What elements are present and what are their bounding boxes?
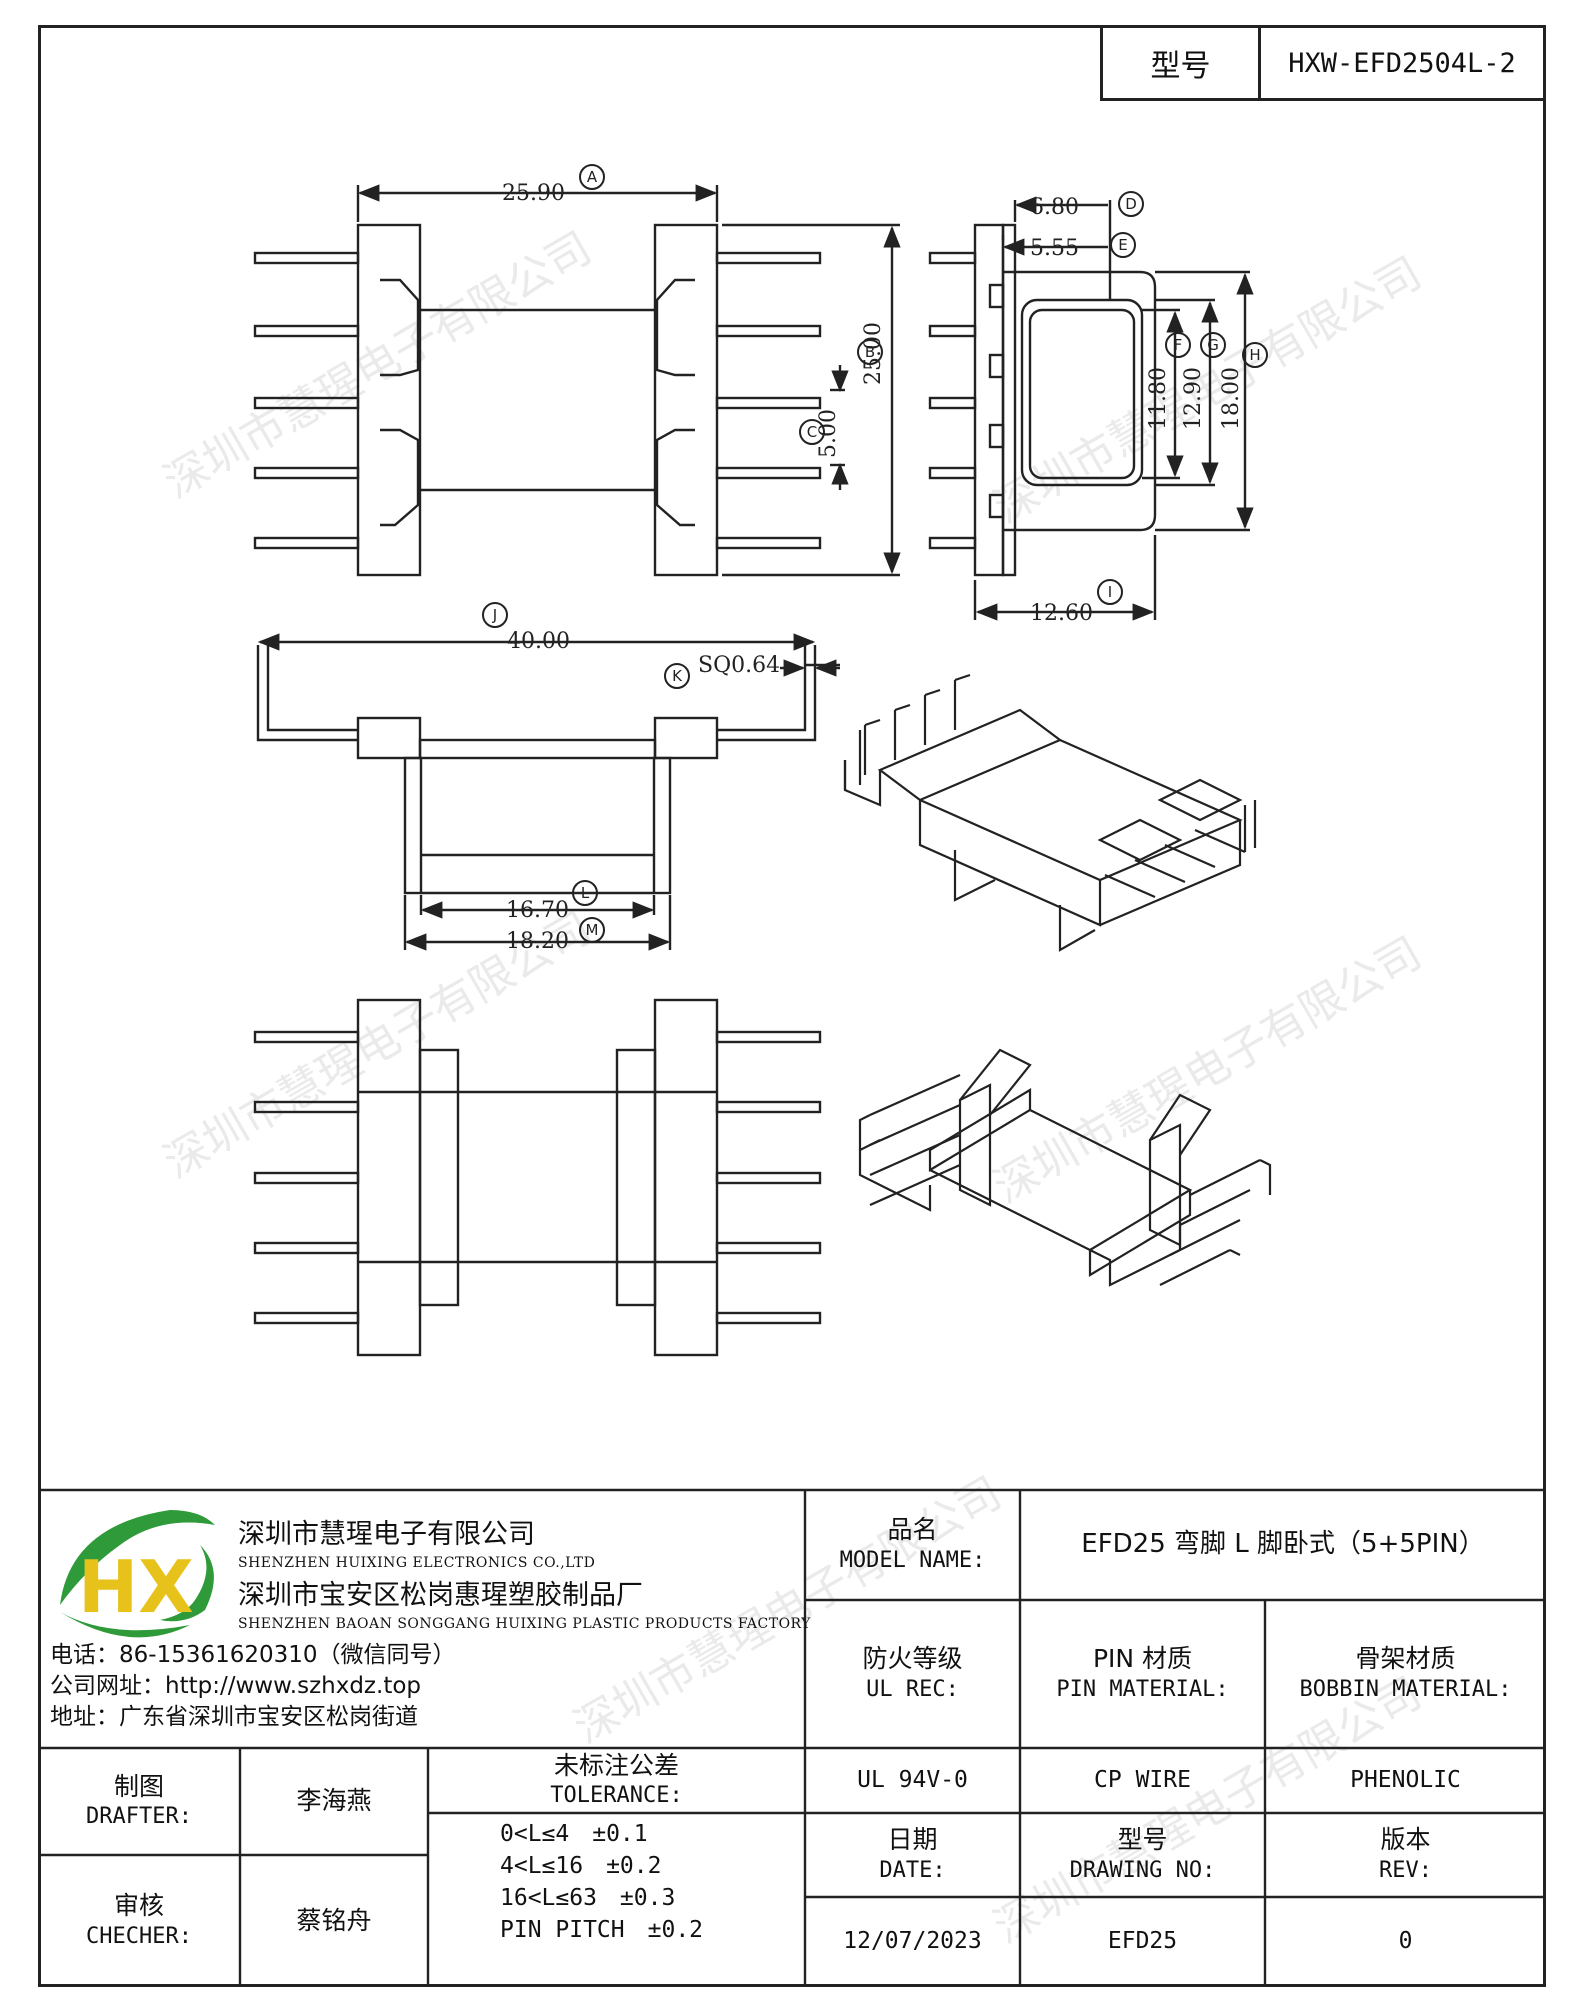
dim-j-value: 40.00 — [507, 629, 570, 654]
svg-text:I: I — [1108, 583, 1112, 601]
callout-a: A — [579, 164, 605, 190]
model-name-value: EFD25 弯脚 L 脚卧式（5+5PIN） — [1081, 1529, 1485, 1560]
website-text: 公司网址：http://www.szhxdz.top — [50, 1673, 422, 1699]
model-name-label: 品名 MODEL NAME: — [839, 1515, 986, 1573]
tolerance-row: 16<L≤63 ±0.3 — [500, 1885, 676, 1911]
checker-name: 蔡铭舟 — [296, 1905, 372, 1935]
callout-h: H — [1242, 342, 1268, 368]
fire-rating-value: UL 94V-0 — [857, 1766, 968, 1793]
dim-f-value: 11.80 — [1146, 367, 1171, 430]
date-label: 日期 DATE: — [879, 1825, 946, 1883]
fire-rating-label: 防火等级 UL REC: — [862, 1644, 963, 1702]
drawing-sheet-border — [38, 25, 1546, 1987]
top-view — [253, 223, 822, 577]
bobbin-material-value: PHENOLIC — [1350, 1766, 1461, 1793]
callout-k: K — [664, 663, 690, 689]
bottom-view — [253, 998, 822, 1357]
callout-j: J — [482, 602, 508, 628]
checker-label: 审核 CHECHER: — [86, 1891, 192, 1949]
callout-m: M — [579, 917, 605, 943]
svg-text:H: H — [1249, 346, 1260, 364]
contact-block: 电话：86-15361620310（微信同号） 公司网址：http://www.… — [50, 1640, 456, 1733]
revision-value: 0 — [1398, 1928, 1413, 1955]
dim-h-value: 18.00 — [1219, 367, 1244, 430]
svg-text:B: B — [865, 343, 875, 361]
pin-material-label: PIN 材质 PIN MATERIAL: — [1056, 1644, 1229, 1702]
callout-l: L — [572, 880, 598, 906]
drafter-name: 李海燕 — [296, 1786, 372, 1816]
svg-text:C: C — [807, 423, 817, 441]
logo-text: HX — [78, 1545, 194, 1629]
dim-m-value: 18.20 — [506, 929, 569, 954]
dim-g-value: 12.90 — [1181, 367, 1206, 430]
callout-f: F — [1165, 332, 1191, 358]
drawing-no-label: 型号 DRAWING NO: — [1069, 1825, 1216, 1883]
dim-a-value: 25.90 — [502, 181, 565, 206]
bobbin-material-label: 骨架材质 BOBBIN MATERIAL: — [1299, 1644, 1512, 1702]
model-number-label: 型号 — [1103, 28, 1261, 98]
tolerance-table: 0<L≤4 ±0.1 4<L≤16 ±0.2 16<L≤63 ±0.3 PIN … — [500, 1818, 703, 1946]
tolerance-row: 4<L≤16 ±0.2 — [500, 1853, 662, 1879]
pin-material-value: CP WIRE — [1094, 1766, 1191, 1793]
dim-i-value: 12.60 — [1030, 601, 1093, 626]
tolerance-label: 未标注公差 TOLERANCE: — [550, 1750, 683, 1809]
phone-text: 电话：86-15361620310（微信同号） — [50, 1642, 456, 1668]
callout-e: E — [1110, 232, 1136, 258]
svg-text:K: K — [672, 667, 683, 685]
svg-text:L: L — [581, 884, 590, 902]
dim-l-value: 16.70 — [506, 898, 569, 923]
revision-label: 版本 REV: — [1379, 1825, 1432, 1883]
title-block-grid — [38, 1488, 1546, 1987]
svg-text:G: G — [1207, 336, 1219, 354]
side-view — [928, 223, 1157, 577]
tolerance-row: PIN PITCH ±0.2 — [500, 1917, 704, 1943]
address-text: 地址：广东省深圳市宝安区松岗街道 — [50, 1704, 418, 1730]
factory-name-en: SHENZHEN BAOAN SONGGANG HUIXING PLASTIC … — [238, 1616, 811, 1632]
company-name-en: SHENZHEN HUIXING ELECTRONICS CO.,LTD — [238, 1555, 596, 1571]
callout-c: C — [799, 419, 825, 445]
company-logo: HX — [60, 1510, 215, 1638]
callout-i: I — [1097, 579, 1123, 605]
svg-text:D: D — [1125, 195, 1137, 213]
model-number-value: HXW-EFD2504L-2 — [1288, 47, 1516, 79]
callout-b: B — [857, 339, 883, 365]
dim-c-value: 5.00 — [816, 409, 841, 458]
svg-text:F: F — [1174, 336, 1183, 354]
svg-text:J: J — [492, 606, 497, 624]
isometric-view-bottom — [858, 1048, 1272, 1287]
factory-name-cn: 深圳市宝安区松岗惠瑆塑胶制品厂 — [238, 1580, 643, 1611]
svg-text:M: M — [586, 921, 599, 939]
dim-e-value: 5.55 — [1030, 236, 1079, 261]
date-value: 12/07/2023 — [843, 1928, 982, 1955]
company-name-cn: 深圳市慧瑆电子有限公司 — [238, 1519, 535, 1550]
front-view — [256, 645, 817, 895]
svg-text:E: E — [1118, 236, 1127, 254]
company-block: 深圳市慧瑆电子有限公司 SHENZHEN HUIXING ELECTRONICS… — [238, 1512, 811, 1632]
drawing-no-value: EFD25 — [1107, 1928, 1178, 1955]
isometric-view-top — [843, 673, 1257, 952]
dim-d-value: 6.80 — [1030, 195, 1079, 220]
dim-k-value: SQ0.64 — [698, 653, 780, 678]
tolerance-row: 0<L≤4 ±0.1 — [500, 1821, 648, 1847]
callout-g: G — [1200, 332, 1226, 358]
model-number-box: 型号 HXW-EFD2504L-2 — [1100, 25, 1546, 101]
svg-text:A: A — [587, 168, 598, 186]
callout-d: D — [1118, 191, 1144, 217]
drafter-label: 制图 DRAFTER: — [86, 1771, 192, 1830]
